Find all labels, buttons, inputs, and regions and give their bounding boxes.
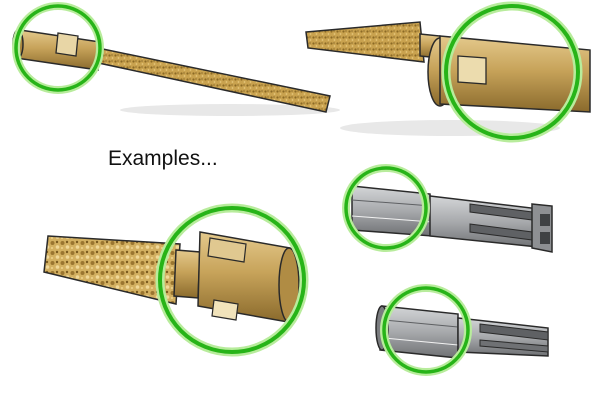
shank-flat — [457, 55, 487, 85]
brass-shank — [439, 35, 591, 113]
coarse-abrasive-bit — [43, 203, 309, 357]
fluted-cutter-bit — [342, 164, 553, 253]
grit-rod — [93, 47, 331, 113]
shank-flat — [55, 32, 79, 57]
straight-router-bit — [375, 284, 549, 376]
examples-caption: Examples... — [108, 147, 218, 170]
long-thin-grinding-bit — [12, 2, 340, 116]
shank-flat — [211, 299, 239, 321]
tapered-abrasive-bit — [305, 1, 591, 143]
grit-head — [43, 235, 181, 305]
grit-head — [305, 21, 425, 63]
